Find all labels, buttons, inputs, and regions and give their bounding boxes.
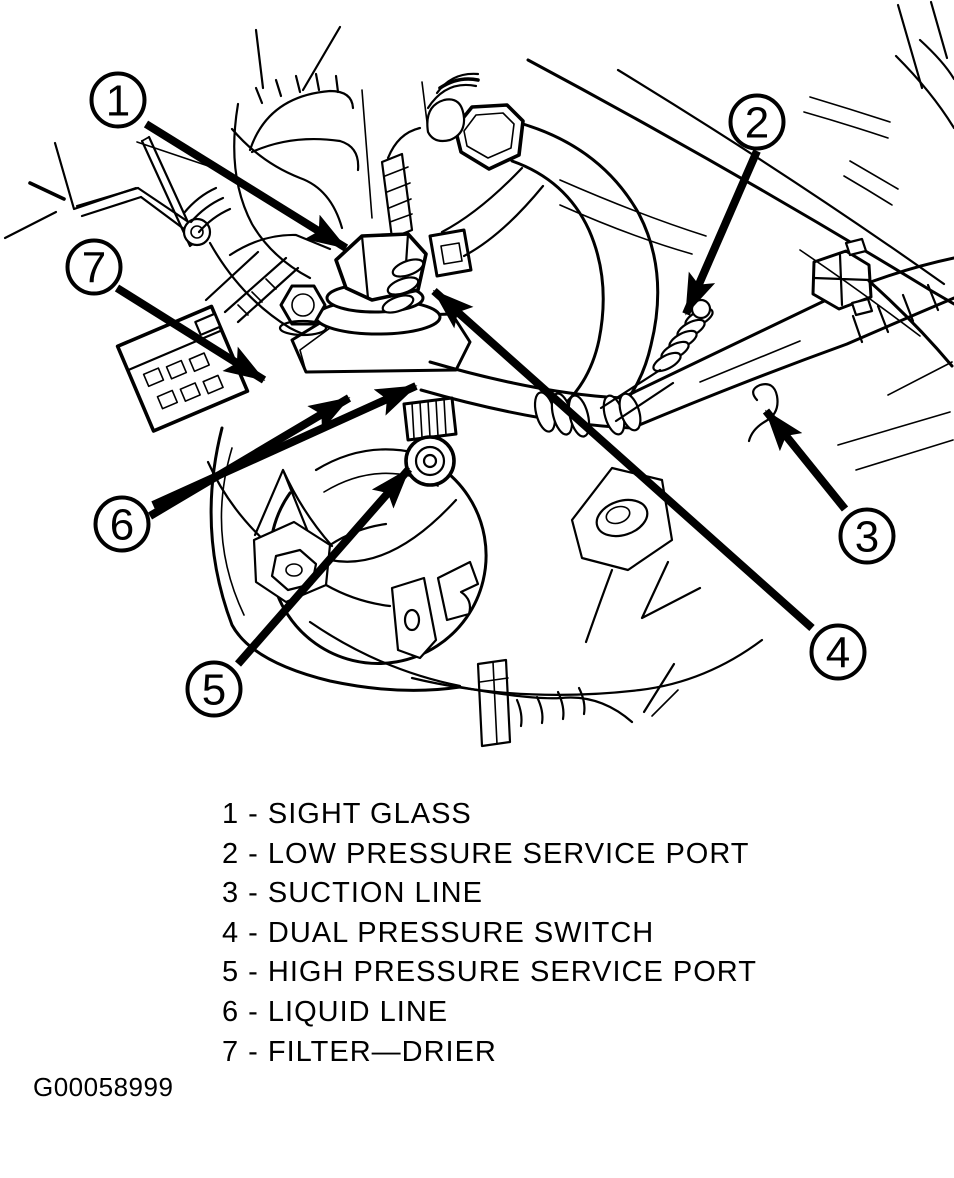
callout-2-arrow (682, 149, 761, 316)
callout-3: 3 (762, 408, 896, 565)
callout-5-circle (185, 660, 243, 718)
legend-item-2: 2 - LOW PRESSURE SERVICE PORT (222, 837, 750, 870)
callout-7-circle (65, 238, 123, 296)
callout-6-number: 6 (110, 501, 134, 550)
engine-line-art (3, 0, 954, 748)
callout-3-circle (838, 507, 896, 565)
callout-7-arrow (114, 284, 267, 384)
high-pressure-port-art (402, 396, 458, 487)
callout-1-arrow (143, 120, 349, 252)
callout-1-number: 1 (106, 77, 130, 126)
bracket-and-hoses-art (390, 466, 764, 748)
legend-item-1: 1 - SIGHT GLASS (222, 798, 472, 830)
callout-1: 1 (89, 71, 349, 252)
callout-1-circle (89, 71, 147, 129)
callout-2: 2 (682, 93, 786, 316)
callout-5-number: 5 (202, 666, 226, 715)
ac-lines-art (419, 72, 954, 443)
callout-6-circle (93, 495, 151, 553)
callout-7: 7 (65, 238, 267, 384)
callout-5: 5 (185, 466, 413, 718)
callout-6-arrow-b (151, 382, 418, 509)
legend-item-6: 6 - LIQUID LINE (222, 995, 449, 1028)
figure-code: G00058999 (33, 1072, 174, 1102)
receiver-drier-art (206, 126, 488, 692)
callout-7-number: 7 (82, 244, 106, 293)
legend-item-5: 5 - HIGH PRESSURE SERVICE PORT (222, 956, 757, 989)
callout-4-arrow (431, 288, 815, 631)
callouts: 1 2 3 4 5 (65, 71, 896, 718)
legend-item-7: 7 - FILTER—DRIER (222, 1035, 497, 1068)
engine-shroud-art (526, 0, 954, 471)
callout-2-circle (728, 93, 786, 151)
legend-item-3: 3 - SUCTION LINE (222, 877, 483, 910)
callout-6: 6 (93, 382, 418, 553)
callout-4-circle (809, 623, 867, 681)
legend-item-4: 4 - DUAL PRESSURE SWITCH (222, 916, 655, 949)
wiring-connector-art (115, 233, 332, 433)
frame-and-body-lines-art (3, 25, 429, 343)
callout-4: 4 (431, 288, 867, 681)
callout-2-number: 2 (745, 99, 769, 148)
callout-3-number: 3 (855, 513, 879, 562)
callout-3-arrow (762, 408, 849, 512)
callout-4-number: 4 (826, 629, 850, 678)
legend: 1 - SIGHT GLASS 2 - LOW PRESSURE SERVICE… (222, 795, 757, 1072)
callout-5-arrow (234, 466, 413, 667)
engine-bay-diagram: 1 2 3 4 5 (3, 0, 954, 748)
